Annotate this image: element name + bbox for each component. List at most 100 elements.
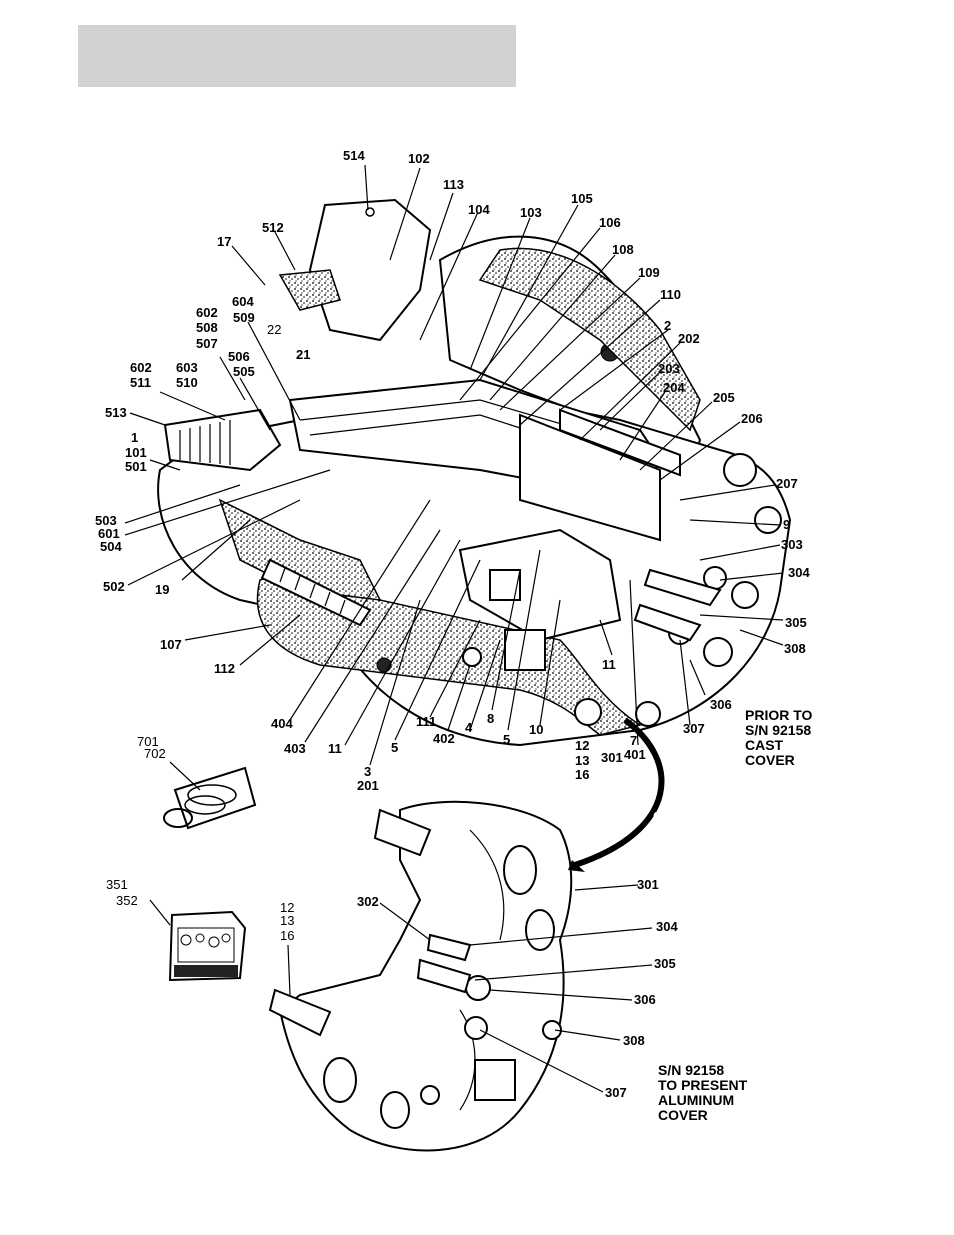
label-110: 110 (660, 287, 681, 302)
label-8: 8 (487, 711, 494, 726)
label-505: 505 (233, 364, 255, 379)
aluminum-note-line-4: COVER (658, 1107, 708, 1123)
cover-transition-arrow (574, 717, 665, 868)
label-501: 501 (125, 459, 147, 474)
label-352: 352 (116, 893, 138, 908)
label-502: 502 (103, 579, 125, 594)
label-16-lower: 16 (280, 928, 294, 943)
label-11-left: 11 (328, 741, 342, 756)
label-6: 6 (653, 809, 660, 824)
label-307: 307 (683, 721, 705, 736)
label-305-lower: 305 (654, 956, 676, 971)
label-306-lower: 306 (634, 992, 656, 1007)
label-602-lower: 602 (130, 360, 152, 375)
label-206: 206 (741, 411, 763, 426)
label-109: 109 (638, 265, 660, 280)
label-308-lower: 308 (623, 1033, 645, 1048)
label-308: 308 (784, 641, 806, 656)
leader-lines (124, 164, 784, 1093)
label-7: 7 (630, 733, 637, 748)
label-509: 509 (233, 310, 255, 325)
label-404: 404 (271, 716, 293, 731)
label-5-left: 5 (391, 740, 398, 755)
label-22: 22 (267, 322, 281, 337)
label-1: 1 (131, 430, 138, 445)
label-510: 510 (176, 375, 198, 390)
label-301-upper: 301 (601, 750, 623, 765)
label-503: 503 (95, 513, 117, 528)
label-207: 207 (776, 476, 798, 491)
label-113: 113 (443, 177, 464, 192)
label-604: 604 (232, 294, 254, 309)
label-13-lower: 13 (280, 913, 294, 928)
cast-note-line-1: PRIOR TO (745, 707, 813, 723)
label-4: 4 (465, 720, 473, 735)
label-304-lower: 304 (656, 919, 678, 934)
label-602-upper: 602 (196, 305, 218, 320)
label-202: 202 (678, 331, 700, 346)
label-102: 102 (408, 151, 430, 166)
label-9: 9 (783, 517, 790, 532)
label-3: 3 (364, 764, 371, 779)
label-111: 111 (416, 714, 436, 729)
cast-note-line-3: CAST (745, 737, 784, 753)
label-302: 302 (357, 894, 379, 909)
part-labels: 514 102 113 104 103 105 106 108 109 110 … (95, 148, 810, 1100)
label-107: 107 (160, 637, 182, 652)
label-508: 508 (196, 320, 218, 335)
label-304: 304 (788, 565, 810, 580)
label-351: 351 (106, 877, 128, 892)
label-514: 514 (343, 148, 365, 163)
label-504: 504 (100, 539, 122, 554)
label-601: 601 (98, 526, 120, 541)
main-assembly-drawing (157, 198, 792, 747)
label-12-upper: 12 (575, 738, 589, 753)
label-205: 205 (713, 390, 735, 405)
label-303: 303 (781, 537, 803, 552)
label-507: 507 (196, 336, 218, 351)
label-16-upper: 16 (575, 767, 589, 782)
label-204: 204 (663, 380, 685, 395)
label-13-upper: 13 (575, 753, 589, 768)
label-603: 603 (176, 360, 198, 375)
label-11-right: 11 (602, 657, 616, 672)
label-201: 201 (357, 778, 379, 793)
aluminum-note-line-2: TO PRESENT (658, 1077, 748, 1093)
label-306: 306 (710, 697, 732, 712)
label-112: 112 (214, 661, 235, 676)
label-701: 701 (137, 734, 159, 749)
label-10: 10 (529, 722, 543, 737)
label-512: 512 (262, 220, 284, 235)
label-106: 106 (599, 215, 621, 230)
label-511: 511 (130, 375, 151, 390)
cast-cover-note: PRIOR TO S/N 92158 CAST COVER (745, 707, 813, 768)
label-702: 702 (144, 746, 166, 761)
label-101: 101 (125, 445, 147, 460)
seal-kit-bag-drawing (163, 766, 257, 830)
label-12-lower: 12 (280, 900, 294, 915)
label-2: 2 (664, 318, 671, 333)
label-301-lower: 301 (637, 877, 659, 892)
label-108: 108 (612, 242, 634, 257)
label-403: 403 (284, 741, 306, 756)
header-bar (78, 25, 516, 87)
label-105: 105 (571, 191, 593, 206)
repair-kit-box-drawing (168, 910, 247, 982)
label-19: 19 (155, 582, 169, 597)
aluminum-cover-drawing (268, 800, 573, 1152)
cast-note-line-4: COVER (745, 752, 795, 768)
label-104: 104 (468, 202, 490, 217)
label-203: 203 (658, 361, 680, 376)
cast-note-line-2: S/N 92158 (745, 722, 811, 738)
label-307-lower: 307 (605, 1085, 627, 1100)
aluminum-note-line-1: S/N 92158 (658, 1062, 724, 1078)
label-401: 401 (624, 747, 646, 762)
aluminum-cover-note: S/N 92158 TO PRESENT ALUMINUM COVER (658, 1062, 748, 1123)
label-402: 402 (433, 731, 455, 746)
cover-transition-arrowhead (568, 860, 585, 872)
label-513: 513 (105, 405, 127, 420)
label-17: 17 (217, 234, 231, 249)
label-21: 21 (296, 347, 310, 362)
label-506: 506 (228, 349, 250, 364)
